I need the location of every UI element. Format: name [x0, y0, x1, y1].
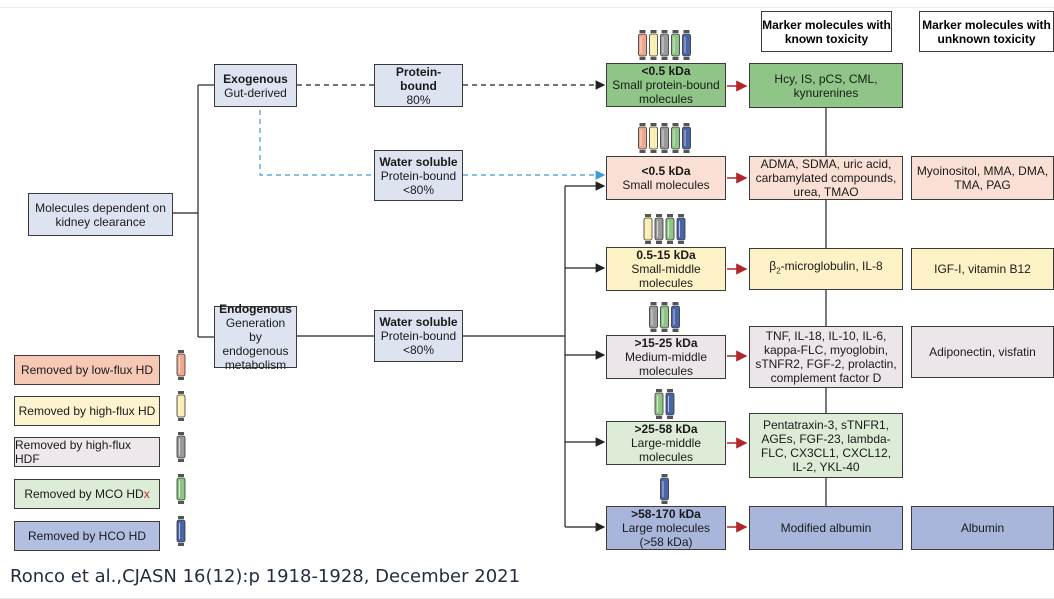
class-label-5: Large-middle molecules: [630, 436, 702, 464]
line-exo-water: [259, 101, 374, 176]
legend-item-3: Removed by high-flux HDF: [14, 437, 160, 467]
class-size-5: >25-58 kDa: [634, 422, 698, 436]
known-box-5: Pentatraxin-3, sTNFR1, AGEs, FGF-23, lam…: [749, 413, 903, 478]
legend-label-5: Removed by HCO HD: [27, 529, 147, 543]
header-known-label: Marker molecules with known toxicity: [762, 17, 891, 46]
unknown-text-6: Albumin: [960, 521, 1005, 535]
exogenous-title: Exogenous: [223, 71, 288, 86]
known-text-3-prefix: β: [769, 259, 777, 274]
legend-label-3: Removed by high-flux HDF: [15, 438, 132, 466]
kidney-clearance-box: Molecules dependent on kidney clearance: [28, 193, 173, 236]
class-label-1: Small protein-bound molecules: [612, 78, 720, 106]
water-soluble-endo-title: Water soluble: [379, 315, 458, 329]
endogenous-sub: Generation by endogenous metabolism: [222, 316, 289, 372]
class-size-6: >58-170 kDa: [631, 507, 701, 521]
class-label-3: Small-middle molecules: [631, 262, 701, 290]
unknown-box-4: Adiponectin, visfatin: [911, 326, 1054, 378]
known-box-1: Hcy, IS, pCS, CML, kynurenines: [749, 63, 903, 108]
legend-marker-4: x: [143, 487, 150, 501]
legend-label-1: Removed by low-flux HD: [20, 363, 154, 377]
legend-item-1: Removed by low-flux HD: [14, 355, 160, 385]
exogenous-sub: Gut-derived: [224, 85, 287, 100]
known-box-3: β2-microglobulin, IL-8: [749, 248, 903, 290]
known-text-6: Modified albumin: [780, 521, 872, 535]
known-text-3-suffix: -microglobulin, IL-8: [780, 259, 883, 274]
unknown-text-2: Myoinositol, MMA, DMA, TMA, PAG: [916, 164, 1049, 192]
legend-label-2: Removed by high-flux HD: [18, 404, 156, 418]
water-soluble-endo-sub: Protein-bound <80%: [380, 329, 457, 357]
protein-bound-title: Protein-bound: [395, 64, 442, 93]
class-size-3: 0.5-15 kDa: [636, 248, 696, 262]
connector-lines: [173, 80, 827, 533]
exogenous-box: Exogenous Gut-derived: [214, 64, 297, 107]
unknown-text-3: IGF-I, vitamin B12: [934, 262, 1031, 276]
water-soluble-exo-title: Water soluble: [379, 154, 458, 169]
endogenous-box: Endogenous Generation by endogenous meta…: [214, 302, 297, 372]
endogenous-title: Endogenous: [219, 302, 292, 316]
legend-item-5: Removed by HCO HD: [14, 521, 160, 551]
class-size-4: >15-25 kDa: [634, 336, 698, 350]
legend-label-4: Removed by MCO HD: [24, 487, 144, 501]
header-unknown-toxicity: Marker molecules with unknown toxicity: [919, 11, 1054, 52]
known-text-4: TNF, IL-18, IL-10, IL-6, kappa-FLC, myog…: [755, 329, 897, 385]
class-box-5: >25-58 kDa Large-middle molecules: [606, 421, 726, 465]
kidney-clearance-label: Molecules dependent on kidney clearance: [35, 200, 166, 229]
class-label-6: Large molecules (>58 kDa): [621, 521, 711, 549]
class-box-3: 0.5-15 kDa Small-middle molecules: [606, 247, 726, 291]
known-text-1: Hcy, IS, pCS, CML, kynurenines: [774, 71, 878, 100]
water-soluble-exo-sub: Protein-bound <80%: [380, 168, 457, 197]
unknown-box-2: Myoinositol, MMA, DMA, TMA, PAG: [911, 156, 1054, 200]
known-text-3-sub: 2: [776, 266, 781, 276]
header-unknown-label: Marker molecules with unknown toxicity: [922, 17, 1051, 46]
legend-item-2: Removed by high-flux HD: [14, 396, 160, 426]
class-box-6: >58-170 kDa Large molecules (>58 kDa): [606, 506, 726, 550]
protein-bound-box: Protein-bound 80%: [374, 64, 463, 107]
unknown-box-6: Albumin: [911, 506, 1054, 550]
known-box-6: Modified albumin: [749, 506, 903, 550]
class-box-2: <0.5 kDa Small molecules: [606, 156, 726, 200]
class-label-4: Medium-middle molecules: [624, 350, 708, 378]
class-box-1: <0.5 kDa Small protein-bound molecules: [606, 63, 726, 107]
known-text-5: Pentatraxin-3, sTNFR1, AGEs, FGF-23, lam…: [760, 417, 892, 474]
class-size-1: <0.5 kDa: [641, 64, 691, 78]
known-text-3: β2-microglobulin, IL-8: [769, 259, 882, 278]
top-divider: [0, 7, 1054, 8]
citation-caption: Ronco et al.,CJASN 16(12):p 1918-1928, D…: [10, 566, 521, 587]
class-box-4: >15-25 kDa Medium-middle molecules: [606, 335, 726, 379]
unknown-box-3: IGF-I, vitamin B12: [911, 248, 1054, 290]
known-box-4: TNF, IL-18, IL-10, IL-6, kappa-FLC, myog…: [749, 326, 903, 388]
header-known-toxicity: Marker molecules with known toxicity: [761, 11, 892, 52]
known-box-2: ADMA, SDMA, uric acid, carbamylated comp…: [749, 156, 903, 200]
class-label-2: Small molecules: [622, 178, 710, 192]
class-size-2: <0.5 kDa: [641, 164, 691, 178]
known-text-2: ADMA, SDMA, uric acid, carbamylated comp…: [755, 157, 897, 199]
protein-bound-sub: 80%: [406, 92, 431, 107]
unknown-text-4: Adiponectin, visfatin: [929, 345, 1036, 359]
water-soluble-exo-box: Water soluble Protein-bound <80%: [374, 150, 463, 201]
water-soluble-endo-box: Water soluble Protein-bound <80%: [374, 310, 463, 362]
